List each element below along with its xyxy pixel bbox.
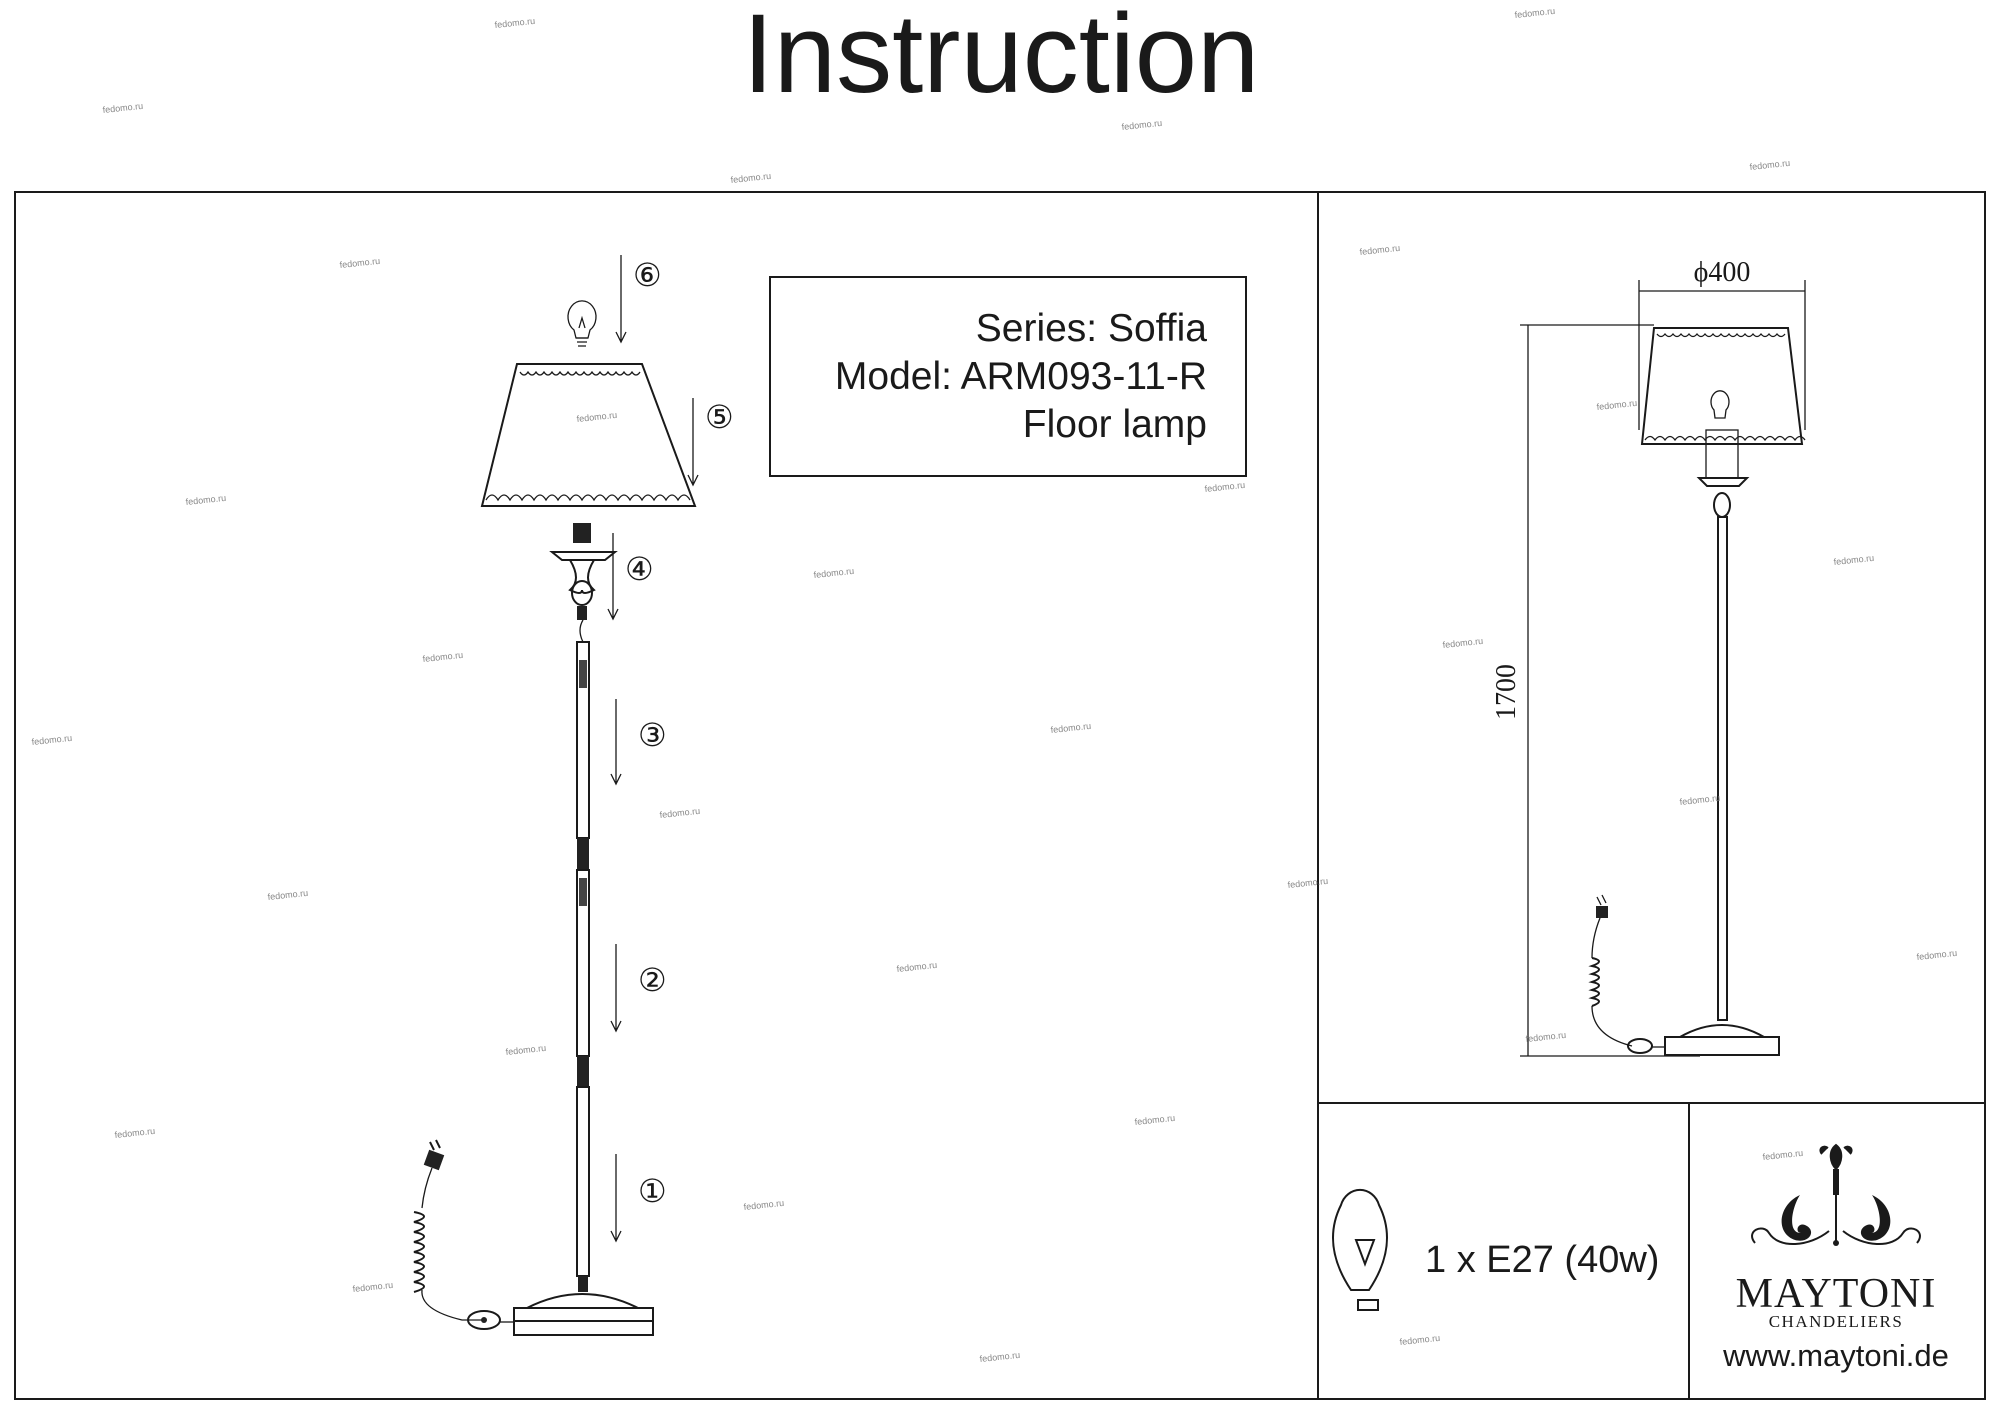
ornament-icon bbox=[1751, 1143, 1921, 1246]
bulb-spec: 1 x E27 (40w) bbox=[1332, 1188, 1659, 1311]
step-4-label: ④ bbox=[625, 551, 654, 587]
watermark: fedomo.ru bbox=[102, 101, 143, 115]
watermark: fedomo.ru bbox=[1134, 1113, 1175, 1127]
lamp-shade bbox=[480, 363, 697, 507]
watermark: fedomo.ru bbox=[505, 1043, 546, 1057]
watermark: fedomo.ru bbox=[1359, 243, 1400, 257]
frame bbox=[14, 191, 1986, 1400]
watermark: fedomo.ru bbox=[1916, 948, 1957, 962]
watermark: fedomo.ru bbox=[1442, 636, 1483, 650]
brand-name: MAYTONI bbox=[1736, 1271, 1937, 1317]
watermarks: fedomo.ru fedomo.ru fedomo.ru fedomo.ru … bbox=[31, 6, 1957, 1364]
step-5-label: ⑤ bbox=[705, 399, 734, 435]
assembly-drawing: ① ② ③ ④ ⑤ ⑥ bbox=[413, 255, 734, 1336]
watermark: fedomo.ru bbox=[813, 566, 854, 580]
dimension-drawing: ϕ400 1700 bbox=[1491, 257, 1806, 1057]
info-box: Series: Soffia Model: ARM093-11-R Floor … bbox=[769, 276, 1247, 477]
watermark: fedomo.ru bbox=[1679, 793, 1720, 807]
watermark: fedomo.ru bbox=[1050, 721, 1091, 735]
watermark: fedomo.ru bbox=[1762, 1148, 1803, 1162]
lamp-base bbox=[513, 1293, 654, 1336]
brand-subtitle: CHANDELIERS bbox=[1769, 1312, 1904, 1331]
watermark: fedomo.ru bbox=[1596, 398, 1637, 412]
watermark: fedomo.ru bbox=[267, 888, 308, 902]
lamp-fitting bbox=[549, 523, 618, 620]
watermark: fedomo.ru bbox=[114, 1126, 155, 1140]
watermark: fedomo.ru bbox=[1399, 1333, 1440, 1347]
watermark: fedomo.ru bbox=[1749, 158, 1790, 172]
watermark: fedomo.ru bbox=[896, 960, 937, 974]
watermark: fedomo.ru bbox=[185, 493, 226, 507]
watermark: fedomo.ru bbox=[352, 1280, 393, 1294]
watermark: fedomo.ru bbox=[1204, 480, 1245, 494]
watermark: fedomo.ru bbox=[494, 16, 535, 30]
watermark: fedomo.ru bbox=[31, 733, 72, 747]
step-3-label: ③ bbox=[638, 717, 667, 753]
watermark: fedomo.ru bbox=[730, 171, 771, 185]
step-6-label: ⑥ bbox=[633, 257, 662, 293]
pole bbox=[576, 619, 590, 1292]
watermark: fedomo.ru bbox=[1287, 876, 1328, 890]
watermark: fedomo.ru bbox=[743, 1198, 784, 1212]
brand-website: www.maytoni.de bbox=[1722, 1338, 1949, 1373]
bulb-spec-text: 1 x E27 (40w) bbox=[1425, 1239, 1659, 1281]
watermark: fedomo.ru bbox=[1525, 1030, 1566, 1044]
watermark: fedomo.ru bbox=[1121, 118, 1162, 132]
height-label: 1700 bbox=[1491, 664, 1522, 720]
watermark: fedomo.ru bbox=[422, 650, 463, 664]
bulb-icon bbox=[567, 300, 597, 347]
diameter-label: ϕ400 bbox=[1694, 257, 1751, 288]
series-label: Series: Soffia bbox=[976, 307, 1208, 350]
step-arrows bbox=[607, 255, 699, 1243]
step-1-label: ① bbox=[638, 1173, 667, 1209]
power-cord bbox=[413, 1139, 514, 1330]
type-label: Floor lamp bbox=[1023, 403, 1207, 446]
watermark: fedomo.ru bbox=[1514, 6, 1555, 20]
watermark: fedomo.ru bbox=[1833, 553, 1874, 567]
model-label: Model: ARM093-11-R bbox=[835, 355, 1207, 398]
page-title: Instruction bbox=[743, 0, 1260, 116]
watermark: fedomo.ru bbox=[979, 1350, 1020, 1364]
step-2-label: ② bbox=[638, 962, 667, 998]
watermark: fedomo.ru bbox=[576, 410, 617, 424]
watermark: fedomo.ru bbox=[339, 256, 380, 270]
brand-logo: MAYTONI CHANDELIERS www.maytoni.de bbox=[1722, 1143, 1949, 1373]
watermark: fedomo.ru bbox=[659, 806, 700, 820]
